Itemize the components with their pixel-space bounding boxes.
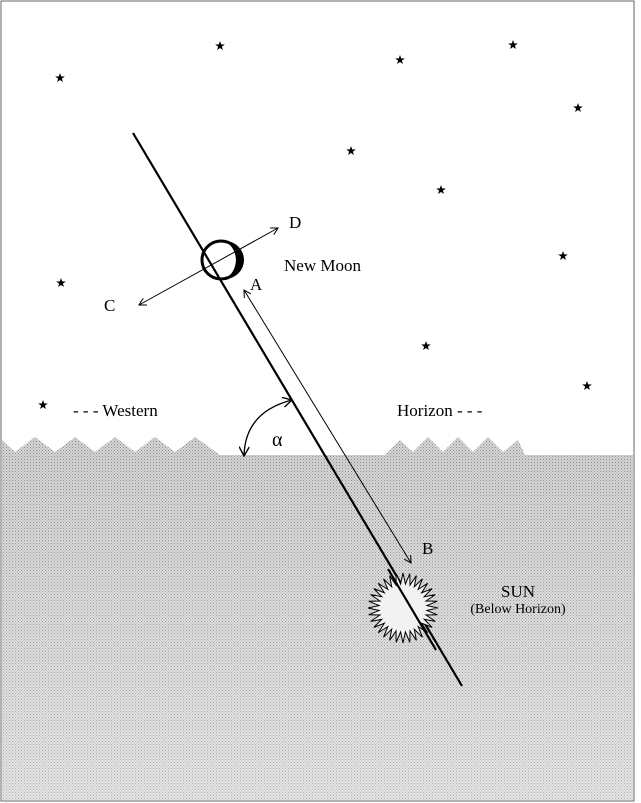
star-icon [508,40,518,49]
label-horizon: Horizon - - - [397,401,483,420]
label-alpha: α [272,429,283,451]
angle-alpha-arc [244,400,292,456]
label-a: A [250,275,263,294]
label-c: C [104,296,115,315]
label-new-moon: New Moon [284,256,361,275]
label-western-horizon: - - - Western [73,401,158,420]
star-icon [582,381,592,390]
star-icon [215,41,225,50]
sun-icon [367,568,439,651]
star-icon [395,55,405,64]
star-icon [573,103,583,112]
label-sun: SUN [501,582,535,601]
cd-axis-arrow [139,228,278,305]
stars [38,40,592,409]
ab-distance-arrow [244,290,411,563]
star-icon [346,146,356,155]
label-d: D [289,213,301,232]
star-icon [55,73,65,82]
label-below-horizon: (Below Horizon) [470,602,566,617]
label-b: B [422,539,433,558]
ground [2,437,633,800]
star-icon [38,400,48,409]
crescent-moon-icon [200,239,244,281]
star-icon [558,251,568,260]
star-icon [436,185,446,194]
star-icon [56,278,66,287]
star-icon [421,341,431,350]
